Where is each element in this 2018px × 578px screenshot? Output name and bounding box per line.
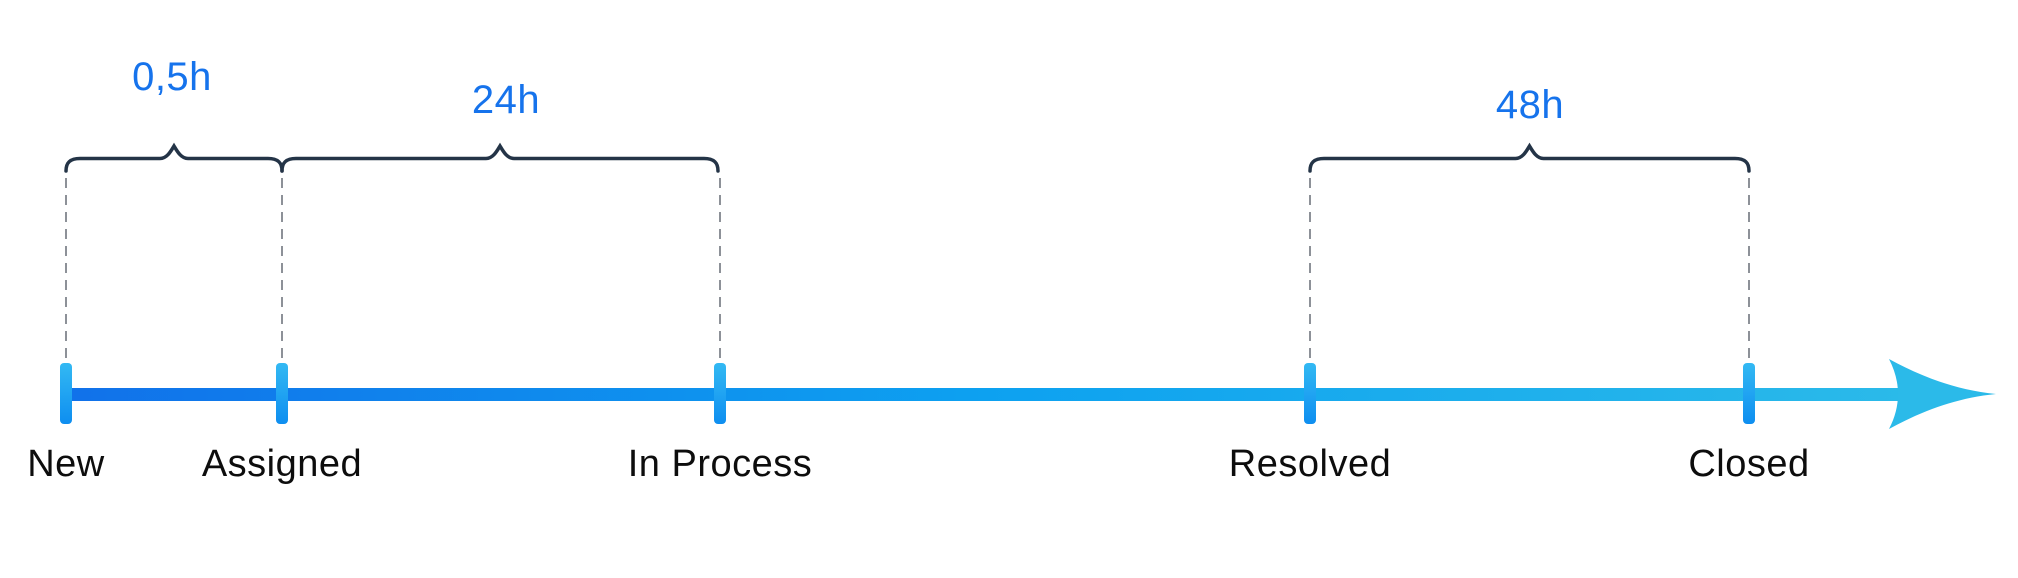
- interval-braces: [64, 142, 1751, 173]
- timeline-axis-line: [60, 388, 1915, 401]
- stage-label-assigned: Assigned: [201, 443, 363, 485]
- timeline-tick: [276, 363, 288, 424]
- timeline-tick: [60, 363, 72, 424]
- timeline-arrowhead-icon: [1889, 359, 1996, 429]
- dashed-drop-lines: [65, 178, 1750, 358]
- stage-label-closed: Closed: [1688, 443, 1810, 485]
- stage-label-resolved: Resolved: [1228, 443, 1392, 485]
- stage-label-in-process: In Process: [627, 443, 813, 485]
- timeline-tick: [1743, 363, 1755, 424]
- interval-duration-label: 48h: [1495, 83, 1565, 127]
- timeline-tick: [1304, 363, 1316, 424]
- stage-label-new: New: [27, 443, 105, 485]
- timeline-ticks: [60, 363, 1755, 424]
- timeline-tick: [714, 363, 726, 424]
- interval-brace: [280, 142, 720, 173]
- interval-brace: [1308, 142, 1751, 173]
- interval-brace: [64, 142, 284, 173]
- interval-duration-label: 24h: [471, 78, 541, 122]
- interval-duration-label: 0,5h: [132, 55, 212, 99]
